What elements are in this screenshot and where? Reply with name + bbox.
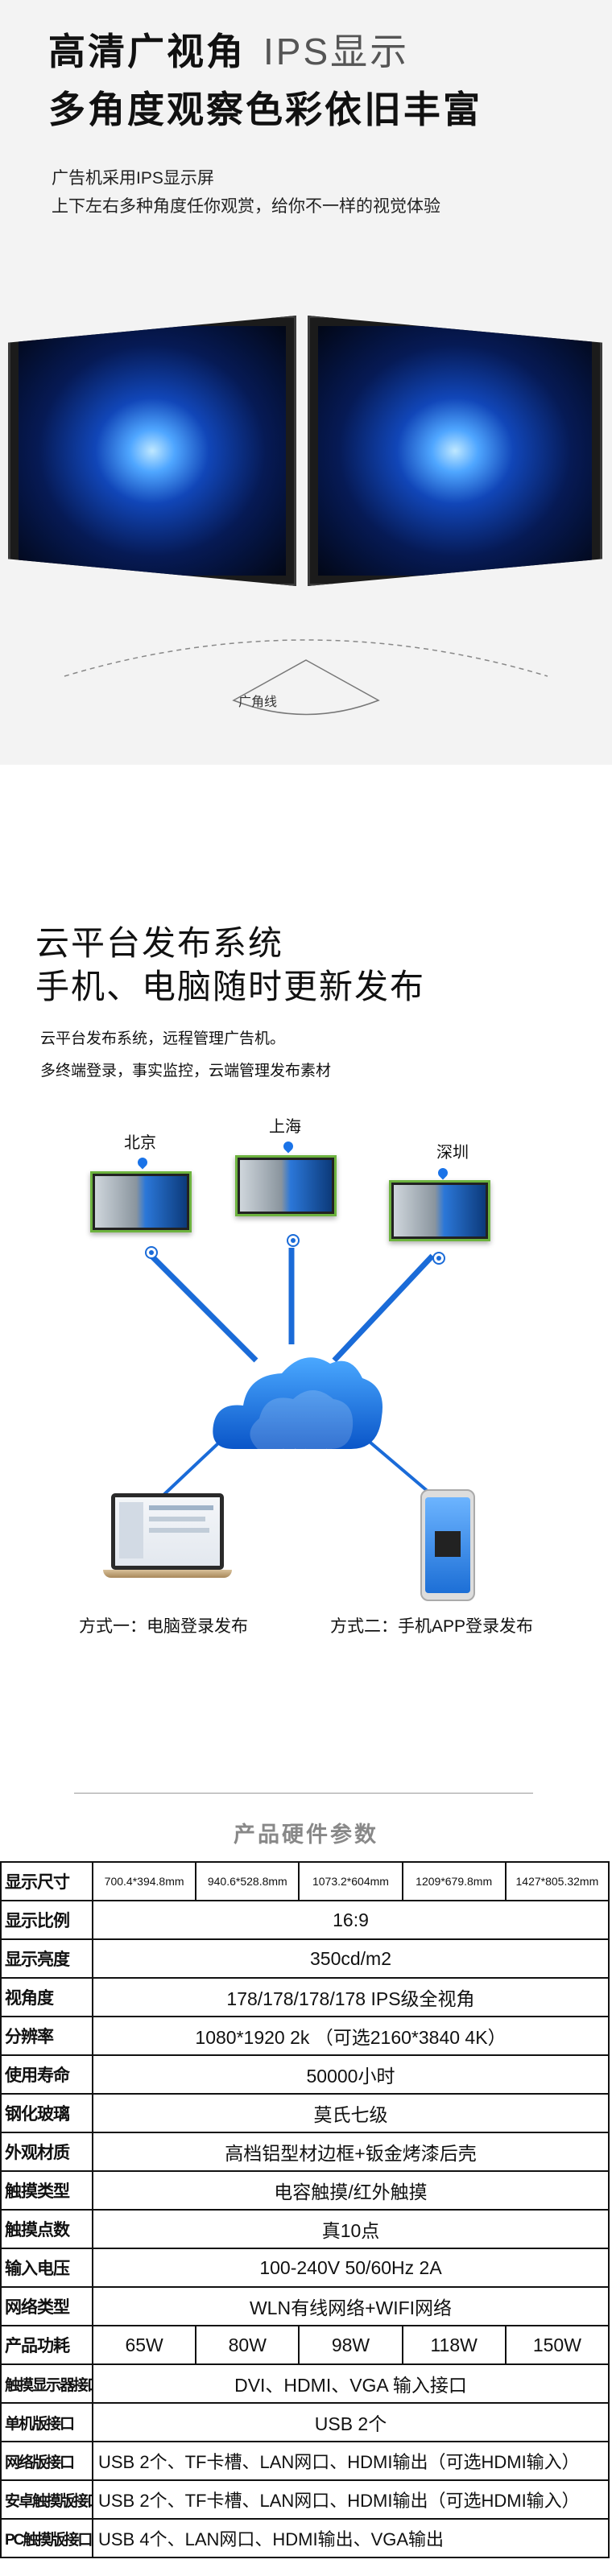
table-cell: 178/178/178/178 IPS级全视角 bbox=[92, 1977, 610, 2017]
table-cell: 莫氏七级 bbox=[92, 2093, 610, 2133]
table-row: 钢化玻璃莫氏七级 bbox=[0, 2093, 610, 2133]
city-label-shanghai: 上海 bbox=[269, 1118, 301, 1136]
table-cell: 1073.2*604mm bbox=[298, 1861, 403, 1901]
location-pin-icon bbox=[281, 1139, 296, 1154]
location-pin-icon bbox=[436, 1166, 450, 1180]
table-cell: 1209*679.8mm bbox=[401, 1861, 507, 1901]
monitor-left-screen bbox=[19, 326, 286, 576]
table-cell: USB 2个、TF卡槽、LAN网口、HDMI输出（可选HDMI输入） bbox=[92, 2479, 610, 2520]
row-label: 显示亮度 bbox=[0, 1938, 93, 1979]
spec-table: 显示尺寸 700.4*394.8mm 940.6*528.8mm 1073.2*… bbox=[0, 1861, 610, 2558]
row-label: 单机版接口 bbox=[0, 2402, 93, 2442]
row-label: 产品功耗 bbox=[0, 2325, 93, 2365]
table-cell: USB 2个、TF卡槽、LAN网口、HDMI输出（可选HDMI输入） bbox=[92, 2441, 610, 2481]
table-cell: 98W bbox=[298, 2325, 403, 2365]
table-cell: 118W bbox=[401, 2325, 507, 2365]
row-label: 网络版接口 bbox=[0, 2441, 93, 2481]
city-label-beijing: 北京 bbox=[124, 1134, 156, 1152]
table-cell: 电容触摸/红外触摸 bbox=[92, 2170, 610, 2211]
monitor-left bbox=[8, 316, 296, 586]
mode2-label: 方式二：手机APP登录发布 bbox=[330, 1617, 534, 1636]
row-label: 分辨率 bbox=[0, 2016, 93, 2056]
row-label: 显示比例 bbox=[0, 1900, 93, 1940]
ips-desc-line2: 上下左右多种角度任你观赏，给你不一样的视觉体验 bbox=[52, 197, 440, 216]
table-cell: 65W bbox=[91, 2325, 197, 2365]
monitor-right-screen bbox=[318, 326, 592, 576]
table-cell: 真10点 bbox=[92, 2209, 610, 2249]
row-label: 使用寿命 bbox=[0, 2054, 93, 2095]
screen-thumb-shanghai bbox=[235, 1155, 337, 1216]
row-label: 触摸点数 bbox=[0, 2209, 93, 2249]
table-cell: 16:9 bbox=[92, 1900, 610, 1940]
spec-title: 产品硬件参数 bbox=[234, 1823, 378, 1847]
table-row: 显示尺寸 700.4*394.8mm 940.6*528.8mm 1073.2*… bbox=[0, 1861, 610, 1901]
table-cell: 1080*1920 2k （可选2160*3840 4K） bbox=[92, 2016, 610, 2056]
cloud-desc-line2: 多终端登录，事实监控，云端管理发布素材 bbox=[40, 1063, 332, 1080]
row-label: 网络类型 bbox=[0, 2286, 93, 2326]
table-cell: USB 2个 bbox=[92, 2402, 610, 2442]
node-icon bbox=[432, 1252, 445, 1265]
laptop-icon bbox=[103, 1493, 232, 1598]
table-row: 触摸类型电容触摸/红外触摸 bbox=[0, 2170, 610, 2211]
phone-icon bbox=[420, 1489, 475, 1601]
cloud-label: 云平台发布系统 bbox=[256, 1448, 335, 1461]
cloud-icon bbox=[213, 1357, 382, 1449]
node-icon bbox=[287, 1234, 300, 1247]
table-cell: 100-240V 50/60Hz 2A bbox=[92, 2248, 610, 2288]
table-cell: 350cd/m2 bbox=[92, 1938, 610, 1979]
table-cell: 940.6*528.8mm bbox=[195, 1861, 300, 1901]
screen-thumb-shenzhen bbox=[389, 1180, 490, 1241]
mode1-label: 方式一：电脑登录发布 bbox=[79, 1617, 248, 1636]
ips-desc-line1: 广告机采用IPS显示屏 bbox=[52, 169, 214, 188]
monitor-right bbox=[308, 316, 602, 586]
wide-angle-label: 广角线 bbox=[238, 696, 278, 709]
table-cell: USB 4个、LAN网口、HDMI输出、VGA输出 bbox=[92, 2518, 610, 2558]
cloud-title-line1: 云平台发布系统 bbox=[35, 924, 284, 962]
row-label: 触摸类型 bbox=[0, 2170, 93, 2211]
table-cell: DVI、HDMI、VGA 输入接口 bbox=[92, 2363, 610, 2404]
table-cell: 700.4*394.8mm bbox=[91, 1861, 197, 1901]
ips-subtitle: 多角度观察色彩依旧丰富 bbox=[48, 89, 482, 130]
table-cell: 150W bbox=[504, 2325, 610, 2365]
location-pin-icon bbox=[135, 1155, 150, 1170]
table-row: 外观材质高档铝型材边框+钣金烤漆后壳 bbox=[0, 2132, 610, 2172]
table-cell: 50000小时 bbox=[92, 2054, 610, 2095]
table-cell: 80W bbox=[195, 2325, 300, 2365]
row-label: 视角度 bbox=[0, 1977, 93, 2017]
table-cell: WLN有线网络+WIFI网络 bbox=[92, 2286, 610, 2326]
cloud-desc-line1: 云平台发布系统，远程管理广告机。 bbox=[40, 1030, 286, 1047]
node-icon bbox=[145, 1246, 158, 1259]
row-label: 显示尺寸 bbox=[0, 1861, 93, 1901]
screen-thumb-beijing bbox=[90, 1171, 192, 1232]
row-label: 输入电压 bbox=[0, 2248, 93, 2288]
wide-angle-diagram bbox=[64, 639, 548, 716]
table-row: 产品功耗 65W 80W 98W 118W 150W bbox=[0, 2325, 610, 2365]
row-label: PC触摸版接口 bbox=[0, 2518, 93, 2558]
row-label: 钢化玻璃 bbox=[0, 2093, 93, 2133]
divider bbox=[74, 1793, 533, 1794]
row-label: 外观材质 bbox=[0, 2132, 93, 2172]
ips-title-light: IPS显示 bbox=[263, 31, 410, 72]
table-cell: 高档铝型材边框+钣金烤漆后壳 bbox=[92, 2132, 610, 2172]
city-label-shenzhen: 深圳 bbox=[436, 1144, 469, 1162]
cloud-title-line2: 手机、电脑随时更新发布 bbox=[35, 968, 426, 1005]
row-label: 安卓触摸版接口 bbox=[0, 2479, 93, 2520]
row-label: 触摸显示器接口 bbox=[0, 2363, 93, 2404]
table-cell: 1427*805.32mm bbox=[504, 1861, 610, 1901]
table-row: 触摸点数真10点 bbox=[0, 2209, 610, 2249]
